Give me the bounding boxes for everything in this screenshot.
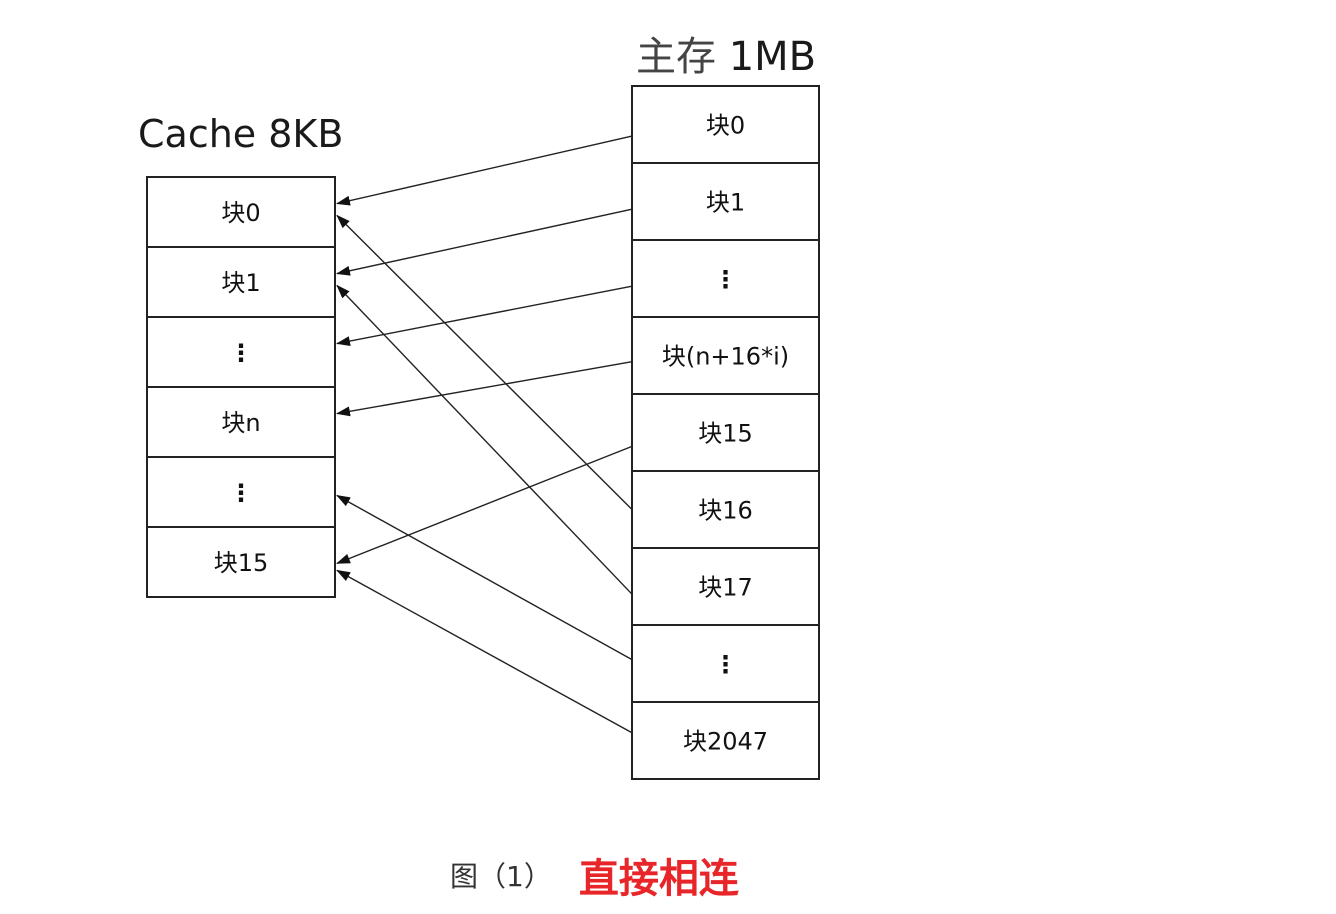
- cache-block-label-3: 块n: [221, 409, 260, 437]
- memory-block-7: [631, 624, 820, 703]
- mapping-arrow-1-to-1-1: [336, 208, 633, 276]
- cache-block-label-2: ⋮: [229, 339, 253, 367]
- mapping-arrows: [336, 135, 633, 734]
- memory-block-label-3: 块(n+16*i): [662, 343, 789, 371]
- mapping-arrow-n-16-i-to-n-3: [336, 360, 633, 417]
- mapping-arrow-16-to-0-5: [336, 214, 633, 510]
- figure-caption: 图（1） 直接相连: [450, 846, 739, 904]
- memory-block-label-7: ⋮: [714, 651, 738, 679]
- memory-block-0: [631, 85, 820, 164]
- cache-block-label-4: ⋮: [229, 479, 253, 507]
- mapping-arrow-2047-to-15-8: [336, 569, 633, 734]
- cache-column: 块0 块1 ⋮ 块n ⋮ 块15: [146, 176, 336, 598]
- memory-block-1: [631, 162, 820, 241]
- memory-block-label-5: 块16: [698, 497, 753, 525]
- memory-block-label-8: 块2047: [683, 728, 768, 756]
- memory-block-5: [631, 470, 820, 549]
- main-memory-column: 块0 块1 ⋮ 块(n+16*i) 块15 块16 块17 ⋮ 块2047: [631, 85, 820, 780]
- memory-block-6: [631, 547, 820, 626]
- memory-block-label-0: 块0: [706, 112, 745, 140]
- mapping-arrow-ellipsis-to-ellipsis-7: [336, 494, 633, 661]
- main-memory-title: 主存 1MB: [636, 24, 816, 82]
- mapping-arrow-17-to-1-6: [336, 284, 633, 595]
- cache-block-label-5: 块15: [214, 549, 269, 577]
- memory-block-2: [631, 239, 820, 318]
- main-memory-title-size: 1MB: [728, 34, 817, 80]
- main-memory-title-cn: 主存: [636, 34, 716, 80]
- mapping-arrow-0-to-0-0: [336, 135, 633, 206]
- mapping-arrow-ellipsis-to-ellipsis-2: [336, 285, 633, 347]
- figure-caption-label: 直接相连: [578, 856, 739, 902]
- memory-block-label-1: 块1: [706, 189, 745, 217]
- cache-block-label-0: 块0: [221, 199, 260, 227]
- cache-block-0: [146, 176, 336, 248]
- memory-block-label-4: 块15: [698, 420, 753, 448]
- cache-title: Cache 8KB: [138, 112, 344, 156]
- memory-block-4: [631, 393, 820, 472]
- mapping-arrow-15-to-15-4: [336, 445, 633, 565]
- memory-block-label-6: 块17: [698, 574, 753, 602]
- cache-block-label-1: 块1: [221, 269, 260, 297]
- cache-block-5: [146, 526, 336, 598]
- memory-block-label-2: ⋮: [714, 266, 738, 294]
- figure-number: 图（1）: [450, 860, 552, 893]
- memory-block-8: [631, 701, 820, 780]
